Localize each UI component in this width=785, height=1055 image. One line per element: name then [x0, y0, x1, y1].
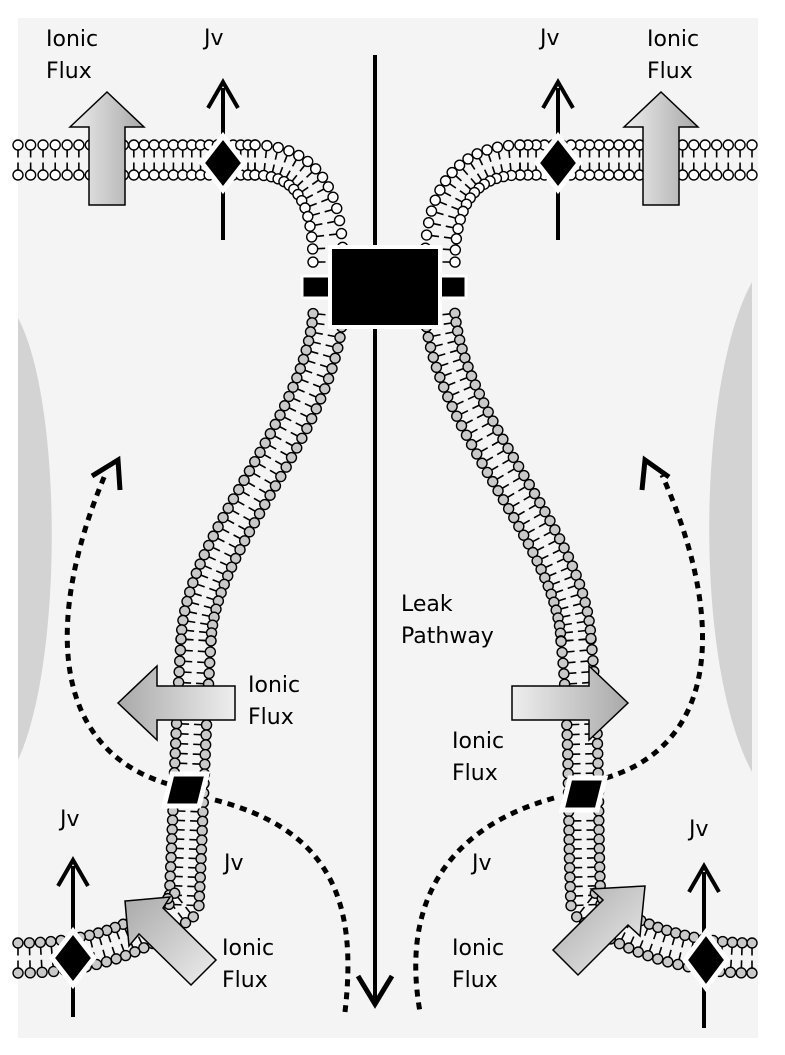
top-right-flux-label-2: Flux	[647, 59, 693, 84]
black-diamond-icon	[562, 778, 605, 810]
bottom-left-flux-label-1: Ionic	[222, 936, 274, 961]
mid-left-flux-label-1: Ionic	[248, 673, 300, 698]
mid-left-flux-label-2: Flux	[248, 705, 294, 730]
inner-right-jv-label: Jv	[470, 851, 492, 876]
top-left-flux-label-2: Flux	[46, 59, 92, 84]
top-left-jv-label: Jv	[202, 26, 224, 51]
bottom-left-flux-label-2: Flux	[222, 968, 268, 993]
inner-left-jv-label: Jv	[222, 851, 244, 876]
leak-pathway-label-2: Pathway	[401, 624, 494, 649]
mid-right-flux-label-2: Flux	[452, 761, 498, 786]
bottom-left-jv-label: Jv	[58, 807, 80, 832]
mid-right-flux-label-1: Ionic	[452, 729, 504, 754]
black-diamond-icon	[164, 774, 207, 806]
bottom-right-jv-label: Jv	[687, 817, 709, 842]
leak-pathway-label-1: Leak	[401, 592, 453, 617]
top-right-flux-label-1: Ionic	[647, 27, 699, 52]
black-block-icon	[330, 247, 440, 327]
bottom-right-flux-label-1: Ionic	[452, 936, 504, 961]
bottom-right-flux-label-2: Flux	[452, 968, 498, 993]
top-right-jv-label: Jv	[538, 26, 560, 51]
top-left-flux-label-1: Ionic	[46, 27, 98, 52]
